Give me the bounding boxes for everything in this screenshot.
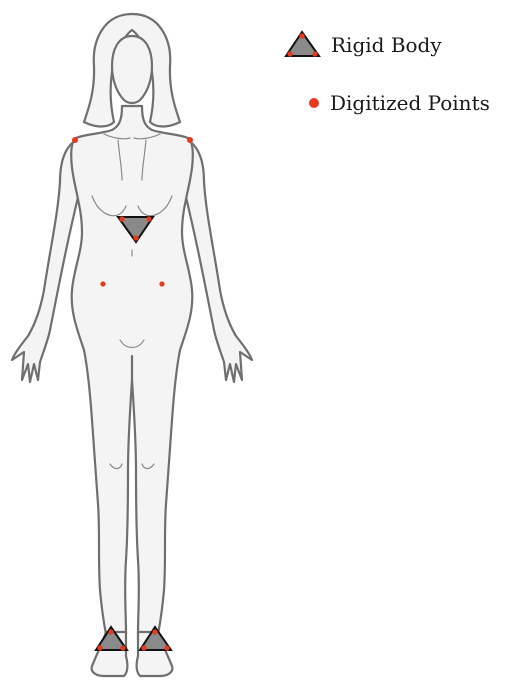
legend-digitized-points-label: Digitized Points [330, 91, 490, 115]
body-outline [12, 14, 252, 676]
torso [71, 106, 193, 634]
digitized-point-right-hip [159, 281, 164, 286]
legend-digitized-points: Digitized Points [309, 91, 490, 115]
right-arm [182, 138, 252, 382]
digitized-point-left-shoulder [72, 137, 78, 143]
digitized-point-right-shoulder [187, 137, 193, 143]
face [112, 36, 152, 103]
left-arm [12, 138, 82, 382]
digitized-point-legend-icon [309, 98, 319, 108]
digitized-point-left-hip [100, 281, 105, 286]
legend-rigid-body: Rigid Body [286, 32, 442, 57]
legend-rigid-body-label: Rigid Body [331, 33, 442, 57]
legend: Rigid Body Digitized Points [286, 32, 490, 115]
